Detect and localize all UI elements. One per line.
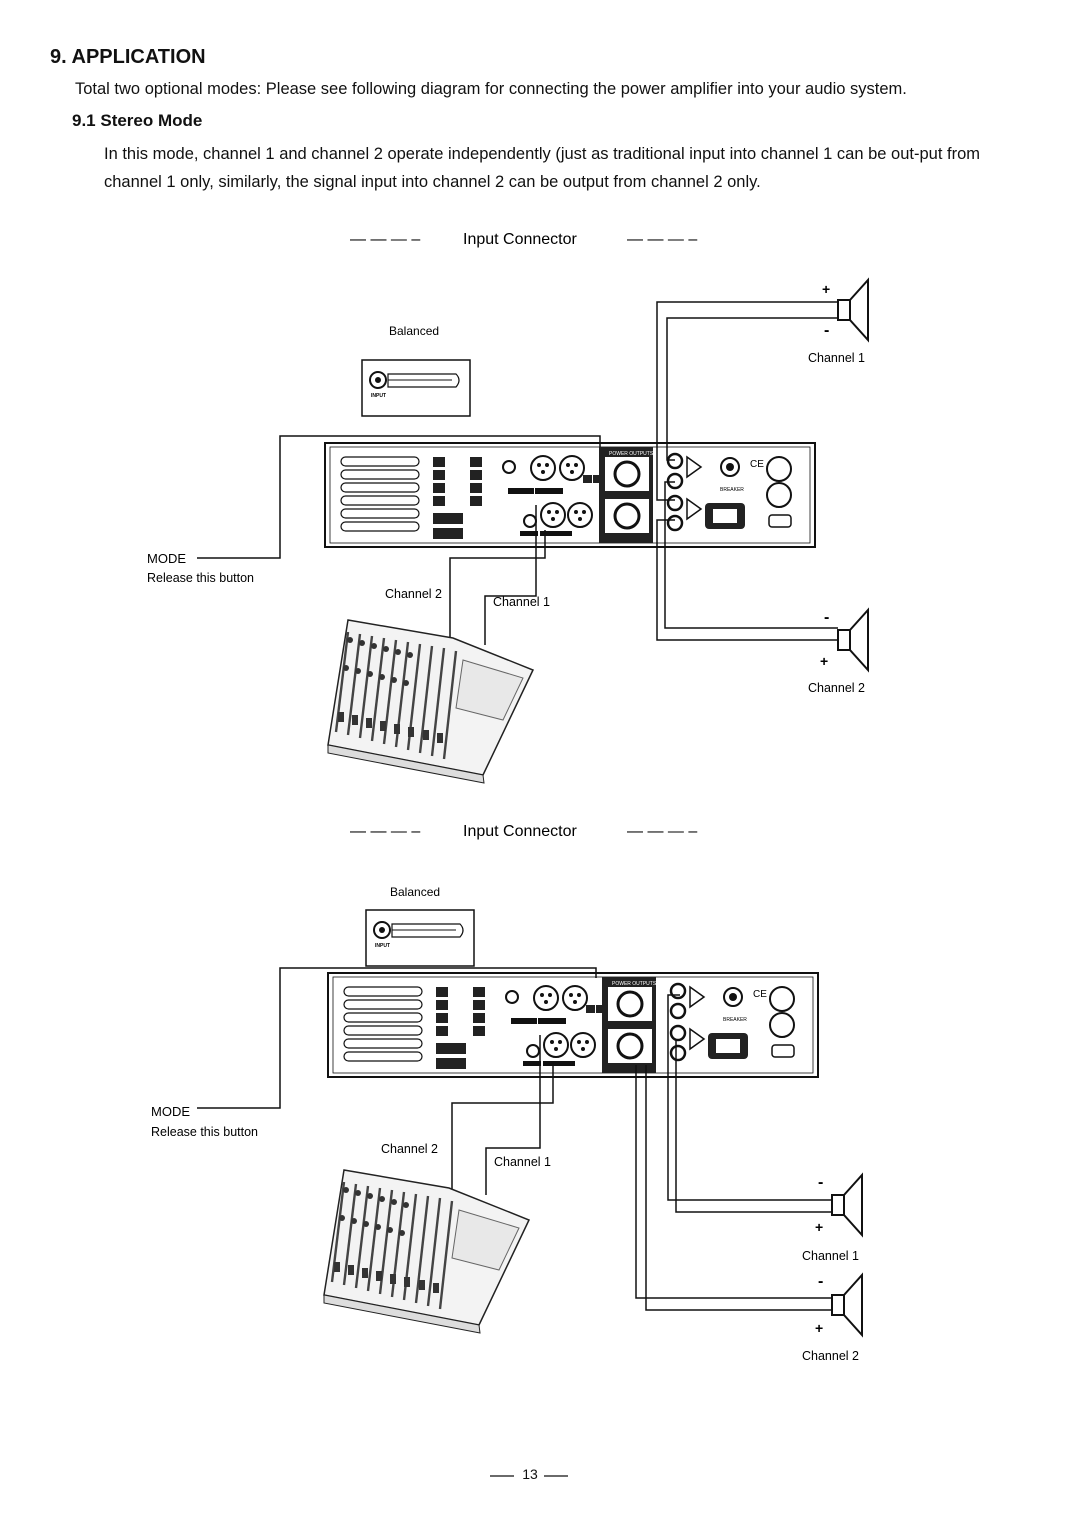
header-dashes-right: — — — – bbox=[627, 231, 697, 248]
body-paragraph: In this mode, channel 1 and channel 2 op… bbox=[104, 145, 980, 191]
page-number: 13 bbox=[522, 1466, 538, 1482]
amplifier-rear-panel: POWER OUTPUTS BREAKER CE bbox=[326, 971, 820, 1079]
diagram-2: — — — – Input Connector — — — – Balanced… bbox=[151, 823, 863, 1363]
speaker-1-icon bbox=[831, 1174, 863, 1236]
breaker-label: BREAKER bbox=[723, 1017, 747, 1023]
input-connector-header: Input Connector bbox=[463, 823, 578, 840]
header-dashes-right: — — — – bbox=[627, 823, 697, 840]
header-dashes-left: — — — – bbox=[350, 823, 420, 840]
subsection-title: 9.1 Stereo Mode bbox=[72, 111, 203, 130]
power-outputs-label: POWER OUTPUTS bbox=[609, 451, 654, 457]
jack-plug-icon: INPUT bbox=[365, 909, 475, 967]
speaker-2-icon bbox=[831, 1274, 863, 1336]
speaker-2-minus: - bbox=[818, 1273, 823, 1290]
speaker-1-minus: - bbox=[818, 1174, 823, 1191]
speaker-1-label: Channel 1 bbox=[802, 1249, 859, 1263]
balanced-label: Balanced bbox=[390, 885, 440, 899]
mixer-channel-1-label: Channel 1 bbox=[494, 1155, 551, 1169]
plug-label: INPUT bbox=[371, 393, 386, 399]
speaker-1-icon bbox=[837, 279, 869, 341]
mixer-channel-1-label: Channel 1 bbox=[493, 595, 550, 609]
intro-paragraph: Total two optional modes: Please see fol… bbox=[75, 80, 907, 98]
speaker-2-minus: - bbox=[824, 609, 829, 626]
mixer-console bbox=[322, 1168, 531, 1335]
ce-mark: CE bbox=[750, 459, 764, 470]
amplifier-rear-panel: POWER OUTPUTS BREAKER CE bbox=[323, 441, 817, 549]
diagram-1: — — — – Input Connector — — — – Balanced… bbox=[147, 231, 869, 785]
release-button-label: Release this button bbox=[151, 1125, 258, 1139]
speaker-1-plus: + bbox=[815, 1219, 823, 1235]
speaker-2-label: Channel 2 bbox=[802, 1349, 859, 1363]
mode-label: MODE bbox=[147, 551, 186, 566]
jack-plug-icon: INPUT bbox=[361, 359, 471, 417]
speaker-2-plus: + bbox=[815, 1320, 823, 1336]
header-dashes-left: — — — – bbox=[350, 231, 420, 248]
mode-label: MODE bbox=[151, 1104, 190, 1119]
mixer-console bbox=[326, 618, 535, 785]
release-button-label: Release this button bbox=[147, 571, 254, 585]
ce-mark: CE bbox=[753, 989, 767, 1000]
input-connector-header: Input Connector bbox=[463, 231, 578, 248]
balanced-label: Balanced bbox=[389, 324, 439, 338]
breaker-label: BREAKER bbox=[720, 487, 744, 493]
speaker-2-plus: + bbox=[820, 653, 828, 669]
speaker-1-plus: + bbox=[822, 281, 830, 297]
speaker-1-minus: - bbox=[824, 322, 829, 339]
speaker-2-icon bbox=[837, 609, 869, 671]
plug-label: INPUT bbox=[375, 943, 390, 949]
speaker-1-label: Channel 1 bbox=[808, 351, 865, 365]
mixer-channel-2-label: Channel 2 bbox=[385, 587, 442, 601]
power-outputs-label: POWER OUTPUTS bbox=[612, 981, 657, 987]
speaker-2-label: Channel 2 bbox=[808, 681, 865, 695]
mixer-channel-2-label: Channel 2 bbox=[381, 1142, 438, 1156]
section-title: 9. APPLICATION bbox=[50, 46, 206, 68]
